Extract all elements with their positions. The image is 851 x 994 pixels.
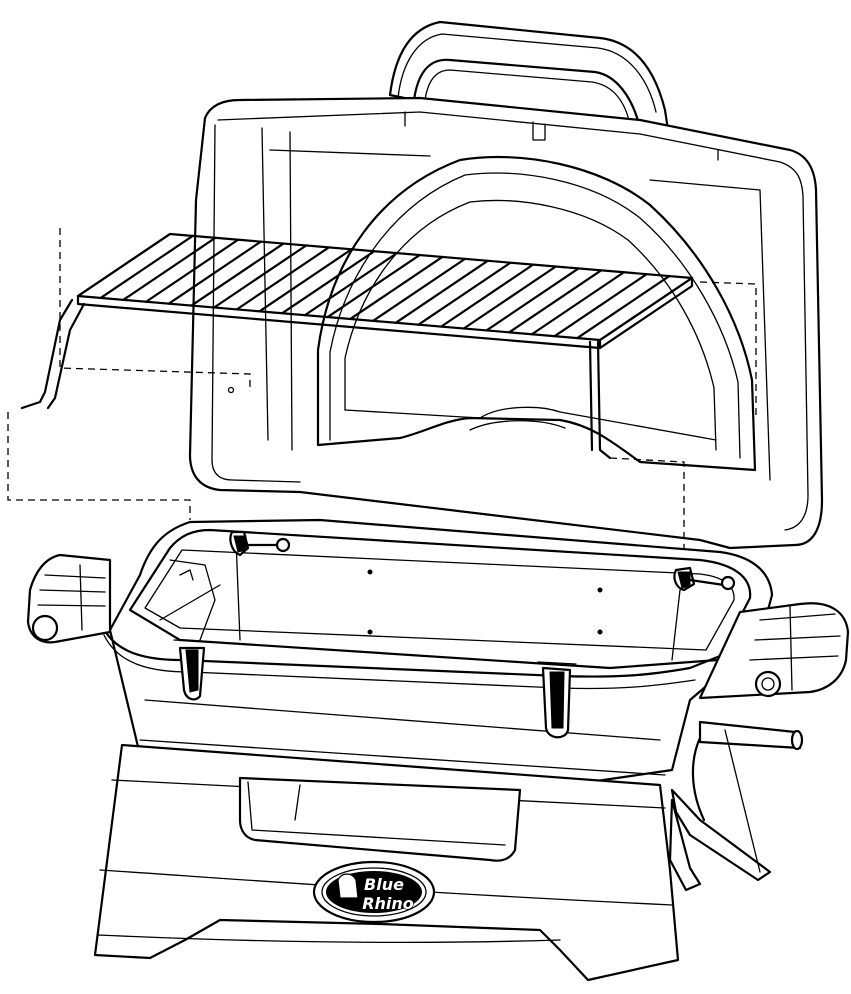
rack-bar	[258, 248, 353, 313]
grill-base: Blue Rhino	[93, 729, 772, 982]
rhino-icon	[337, 873, 359, 899]
rack-bar	[417, 261, 512, 326]
rack-bar	[553, 273, 648, 338]
latch-center	[537, 661, 577, 739]
rack-bar	[576, 274, 671, 340]
base-tray-opening	[238, 776, 522, 862]
firebox	[98, 518, 774, 794]
rack-bar	[349, 255, 444, 321]
side-handle-right	[698, 602, 850, 700]
rack-bar	[167, 240, 262, 305]
rack-bar	[508, 269, 603, 334]
rack-bar	[144, 238, 240, 303]
rack-bar	[485, 267, 580, 332]
rack-bar	[530, 271, 626, 336]
latch-left	[173, 639, 211, 701]
rack-bar	[462, 265, 557, 330]
rack-bar	[394, 259, 489, 324]
logo-text-line2: Rhino	[362, 894, 414, 913]
rack-bar	[440, 263, 535, 328]
rack-bar	[190, 242, 285, 307]
rack-bar	[598, 276, 694, 342]
lid-handle	[388, 20, 670, 132]
side-handle-left	[26, 553, 112, 644]
rack-bar	[235, 246, 330, 311]
rack-bar	[371, 257, 467, 322]
lid-hinge-left	[229, 530, 291, 557]
rack-bar	[99, 234, 194, 300]
rack-bar	[213, 244, 308, 309]
brand-logo-badge: Blue Rhino	[312, 860, 436, 924]
rack-bar	[303, 252, 399, 317]
gas-inlet-tube	[691, 720, 804, 822]
rack-bar	[76, 232, 172, 298]
grill-lid	[188, 20, 824, 550]
rack-bar	[122, 236, 217, 301]
logo-text-line1: Blue	[364, 875, 404, 894]
lid-hinge-right	[673, 566, 736, 592]
rack-bar	[281, 250, 376, 315]
warming-rack	[20, 232, 694, 460]
firebox-cavity	[128, 528, 752, 670]
assembly-guide-lines	[7, 228, 757, 621]
rack-bar	[326, 253, 421, 319]
